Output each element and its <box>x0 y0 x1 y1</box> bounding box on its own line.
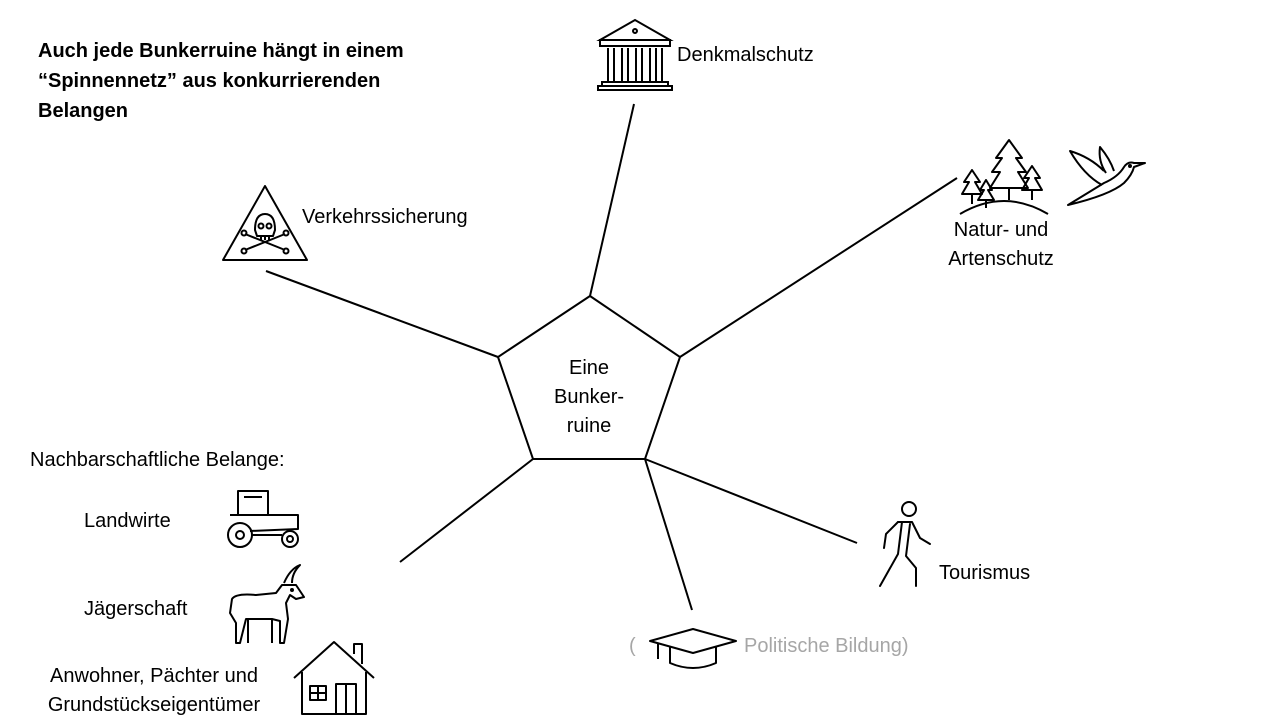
label-tourismus: Tourismus <box>939 562 1031 584</box>
heading-nachbarschaftliche-belange: Nachbarschaftliche Belange: <box>30 449 285 471</box>
connector-denkmalschutz <box>589 103 635 297</box>
building-columns-icon <box>598 18 672 92</box>
graduation-cap-icon <box>648 627 738 673</box>
label-jaegerschaft: Jägerschaft <box>84 598 188 620</box>
connector-bildung <box>644 458 693 611</box>
label-bildung-open-paren: ( <box>629 635 636 657</box>
connector-nachbar <box>399 458 534 563</box>
tractor-icon <box>226 489 302 549</box>
hummingbird-icon <box>1066 145 1146 207</box>
house-icon <box>292 640 376 716</box>
label-anwohner: Anwohner, Pächter und Grundstückseigentü… <box>47 665 261 716</box>
label-landwirte: Landwirte <box>84 510 171 532</box>
label-verkehrssicherung: Verkehrssicherung <box>302 206 468 228</box>
skull-warning-icon <box>221 184 309 262</box>
connector-tourismus <box>644 458 858 544</box>
label-denkmalschutz: Denkmalschutz <box>677 44 814 66</box>
center-label: Eine Bunker- ruine <box>553 357 625 437</box>
connector-natur <box>679 177 958 358</box>
trees-icon <box>960 138 1050 216</box>
deer-icon <box>226 563 306 645</box>
walking-person-icon <box>876 500 934 590</box>
connector-verkehr <box>265 270 499 358</box>
label-politische-bildung: Politische Bildung) <box>744 635 909 657</box>
center-pentagon <box>496 294 682 460</box>
slide-title: Auch jede Bunkerruine hängt in einem “Sp… <box>38 40 404 122</box>
label-natur-artenschutz: Natur- und Artenschutz <box>948 219 1054 270</box>
